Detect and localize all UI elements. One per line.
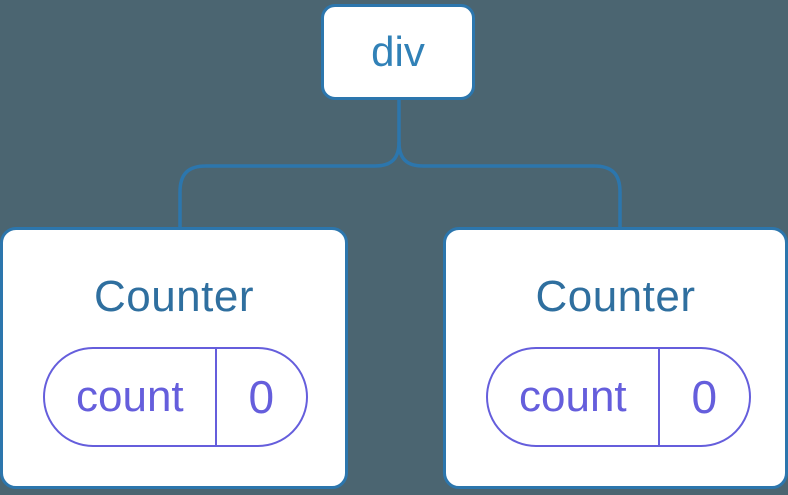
connector-left-branch [178,141,401,229]
root-node-label: div [371,28,425,75]
state-key: count [45,349,217,445]
tree-node-counter-1: Counter count 0 [0,227,348,489]
state-value: 0 [691,371,718,423]
state-value: 0 [248,371,275,423]
state-pill: count 0 [486,347,751,447]
connector-right-branch [397,141,622,229]
tree-node-div: div [321,4,475,100]
state-key: count [488,349,660,445]
component-name: Counter [93,272,255,321]
state-pill: count 0 [43,347,308,447]
tree-node-counter-2: Counter count 0 [443,227,788,489]
component-name: Counter [535,272,696,321]
